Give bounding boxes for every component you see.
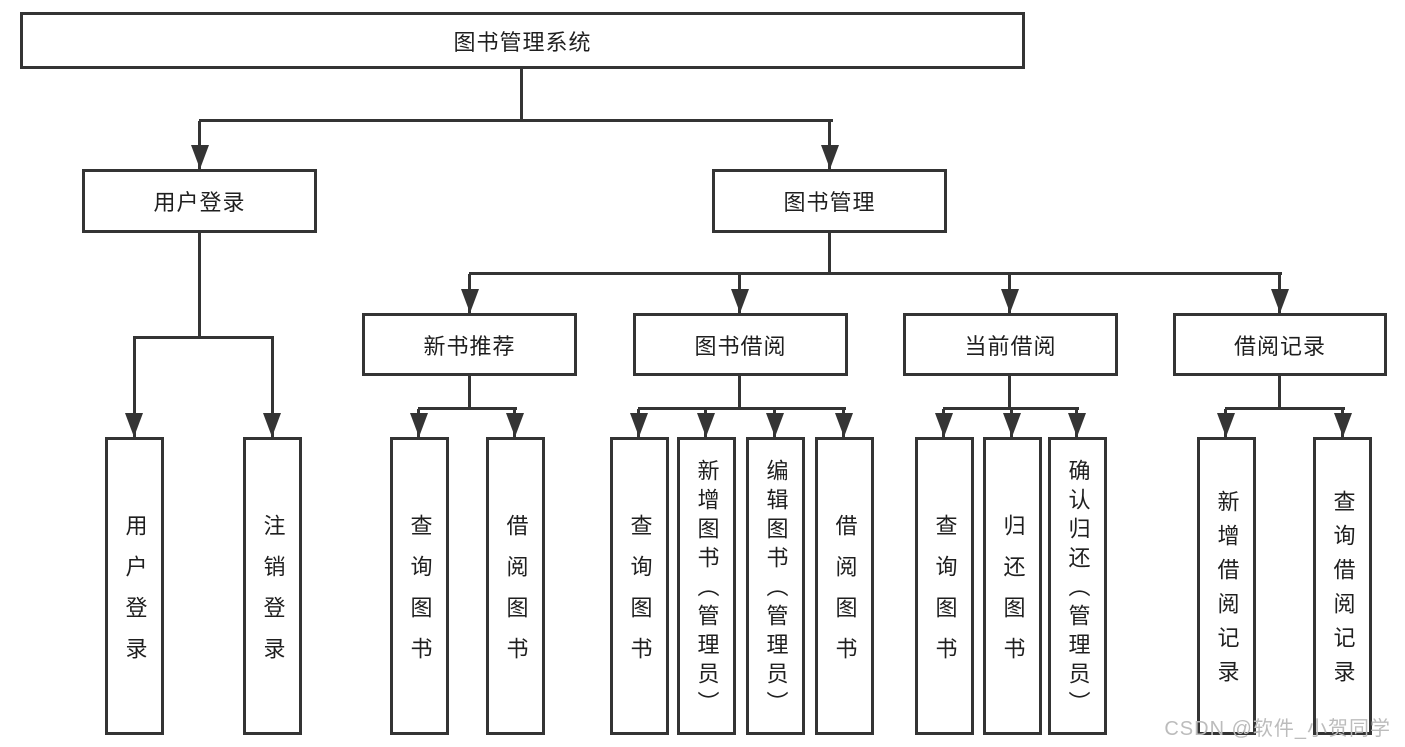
node-label: 图书借阅 [694,333,787,359]
leaf-logout: 注销登录 [243,437,302,735]
leaf-borrow-books: 借阅图书 [815,437,874,735]
leaf-label: 查询图书 [407,513,433,678]
leaf-label: 借阅图书 [832,513,858,678]
leaf-label: 编辑图书（管理员） [763,459,789,720]
connector-hbar [943,407,1079,410]
arrow-down-head [506,413,524,437]
arrow-down-head [191,145,209,169]
node-label: 新书推荐 [423,333,516,359]
leaf-query-books-current: 查询图书 [915,437,974,735]
leaf-add-borrow-record: 新增借阅记录 [1197,437,1256,735]
leaf-confirm-return-admin: 确认归还（管理员） [1048,437,1107,735]
arrow-down-head [263,413,281,437]
connector-vline [520,69,523,120]
arrow-down-head [1334,413,1352,437]
connector-hbar [638,407,846,410]
arrow-down-head [821,145,839,169]
node-book-borrow: 图书借阅 [633,313,848,376]
connector-hbar [1225,407,1345,410]
leaf-label: 查询图书 [932,513,958,678]
connector-vline [1278,376,1281,407]
connector-vline [133,338,136,437]
arrow-down-head [125,413,143,437]
arrow-down-head [1001,289,1019,313]
arrow-down-head [731,289,749,313]
arrow-down-head [935,413,953,437]
arrow-down-head [1271,289,1289,313]
leaf-label: 确认归还（管理员） [1065,459,1091,720]
arrow-down-head [697,413,715,437]
arrow-down-head [461,289,479,313]
connector-vline [271,338,274,437]
arrow-down-head [1003,413,1021,437]
node-borrow-records: 借阅记录 [1173,313,1387,376]
leaf-label: 注销登录 [260,513,286,678]
node-system-root: 图书管理系统 [20,12,1025,69]
leaf-user-login: 用户登录 [105,437,164,735]
leaf-label: 查询借阅记录 [1330,490,1356,694]
leaf-query-books-borrow: 查询图书 [610,437,669,735]
leaf-borrow-books-recommend: 借阅图书 [486,437,545,735]
node-label: 借阅记录 [1233,333,1326,359]
connector-vline [1008,376,1011,407]
arrow-down-head [835,413,853,437]
arrow-down-head [1217,413,1235,437]
arrow-down-head [630,413,648,437]
connector-hbar [418,407,517,410]
leaf-label: 归还图书 [1000,513,1026,678]
node-new-book-recommend: 新书推荐 [362,313,577,376]
leaf-label: 借阅图书 [503,513,529,678]
node-label: 用户登录 [153,190,246,215]
node-current-borrow: 当前借阅 [903,313,1118,376]
leaf-label: 用户登录 [122,513,148,678]
connector-hbar [133,336,274,339]
leaf-label: 新增借阅记录 [1214,490,1240,694]
leaf-edit-books-admin: 编辑图书（管理员） [746,437,805,735]
node-book-management: 图书管理 [712,169,947,233]
leaf-query-books-recommend: 查询图书 [390,437,449,735]
node-label: 图书管理系统 [453,29,592,55]
connector-vline [198,233,201,336]
arrow-down-head [410,413,428,437]
leaf-add-books-admin: 新增图书（管理员） [677,437,736,735]
leaf-label: 新增图书（管理员） [694,459,720,720]
leaf-return-books: 归还图书 [983,437,1042,735]
arrow-down-head [766,413,784,437]
node-label: 当前借阅 [964,333,1057,359]
connector-hbar [199,119,833,122]
connector-vline [828,233,831,272]
arrow-down-head [1068,413,1086,437]
leaf-label: 查询图书 [627,513,653,678]
node-user-login: 用户登录 [82,169,317,233]
leaf-query-borrow-record: 查询借阅记录 [1313,437,1372,735]
csdn-watermark: CSDN @软件_小贺同学 [1164,718,1391,740]
connector-vline [468,376,471,407]
node-label: 图书管理 [783,190,876,215]
connector-hbar [469,272,1282,275]
connector-vline [738,376,741,407]
